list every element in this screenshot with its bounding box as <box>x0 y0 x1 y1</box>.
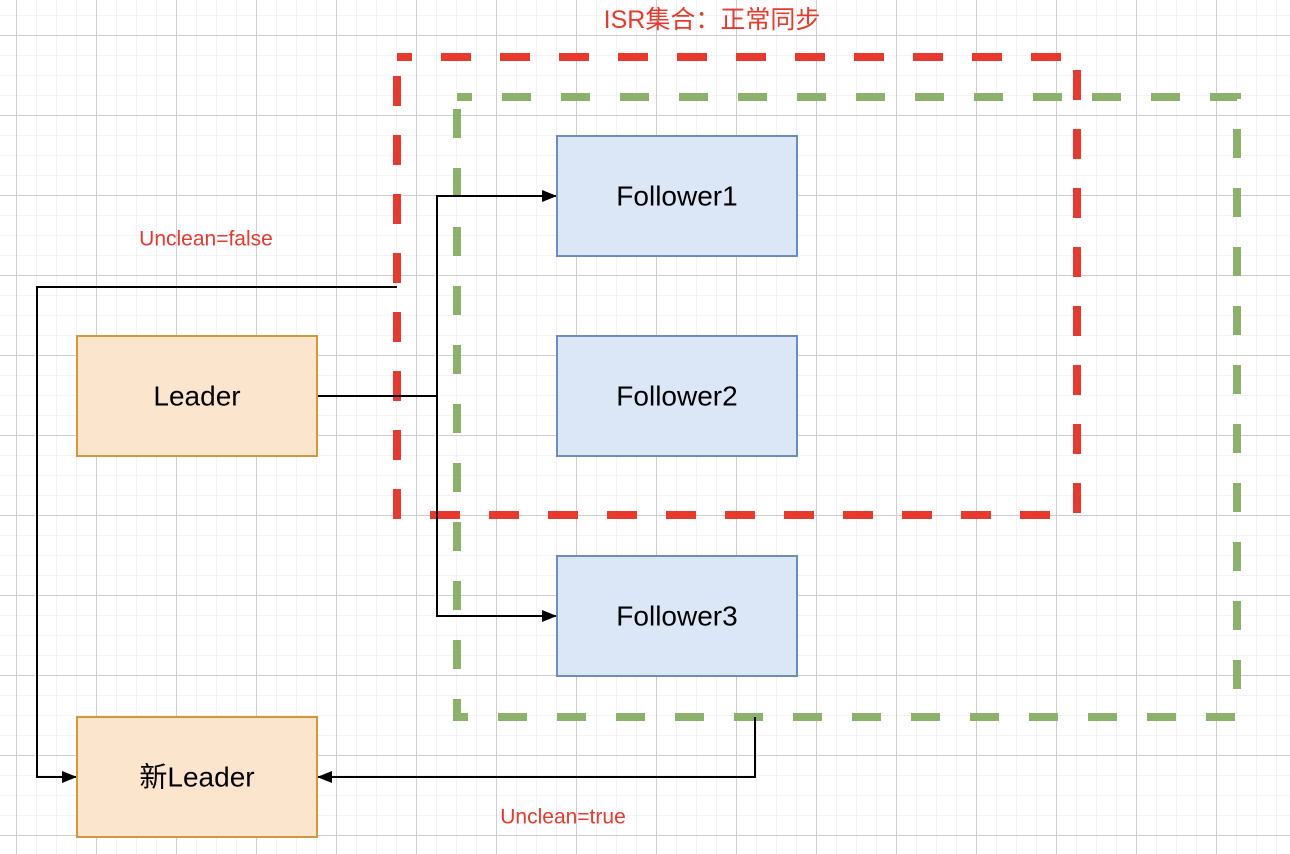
node-new-leader[interactable]: 新Leader <box>76 716 318 838</box>
node-follower2-box[interactable] <box>556 335 798 457</box>
node-follower3[interactable]: Follower3 <box>556 555 798 677</box>
node-follower2-label: Follower2 <box>616 381 737 412</box>
edge-sync-newleader <box>317 717 756 783</box>
edge-leader-follower1 <box>436 190 557 396</box>
node-new-leader-box[interactable] <box>76 716 318 838</box>
node-follower1[interactable]: Follower1 <box>556 135 798 257</box>
isr-set-container[interactable] <box>393 53 1081 519</box>
node-follower2[interactable]: Follower2 <box>556 335 798 457</box>
node-follower3-box[interactable] <box>556 555 798 677</box>
node-follower1-box[interactable] <box>556 135 798 257</box>
isr-title-label: ISR集合：正常同步 <box>604 6 821 34</box>
node-leader[interactable]: Leader <box>76 335 318 457</box>
edge-isr-newleader <box>36 286 397 783</box>
unclean-true-label: Unclean=true <box>500 806 626 829</box>
unclean-false-label: Unclean=false <box>139 228 273 251</box>
sync-set-container[interactable] <box>453 93 1241 721</box>
node-leader-label: Leader <box>153 381 240 412</box>
node-new-leader-label: 新Leader <box>139 762 254 793</box>
node-follower1-label: Follower1 <box>616 181 737 212</box>
node-leader-box[interactable] <box>76 335 318 457</box>
node-follower3-label: Follower3 <box>616 601 737 632</box>
edge-leader-follower3 <box>436 396 557 622</box>
